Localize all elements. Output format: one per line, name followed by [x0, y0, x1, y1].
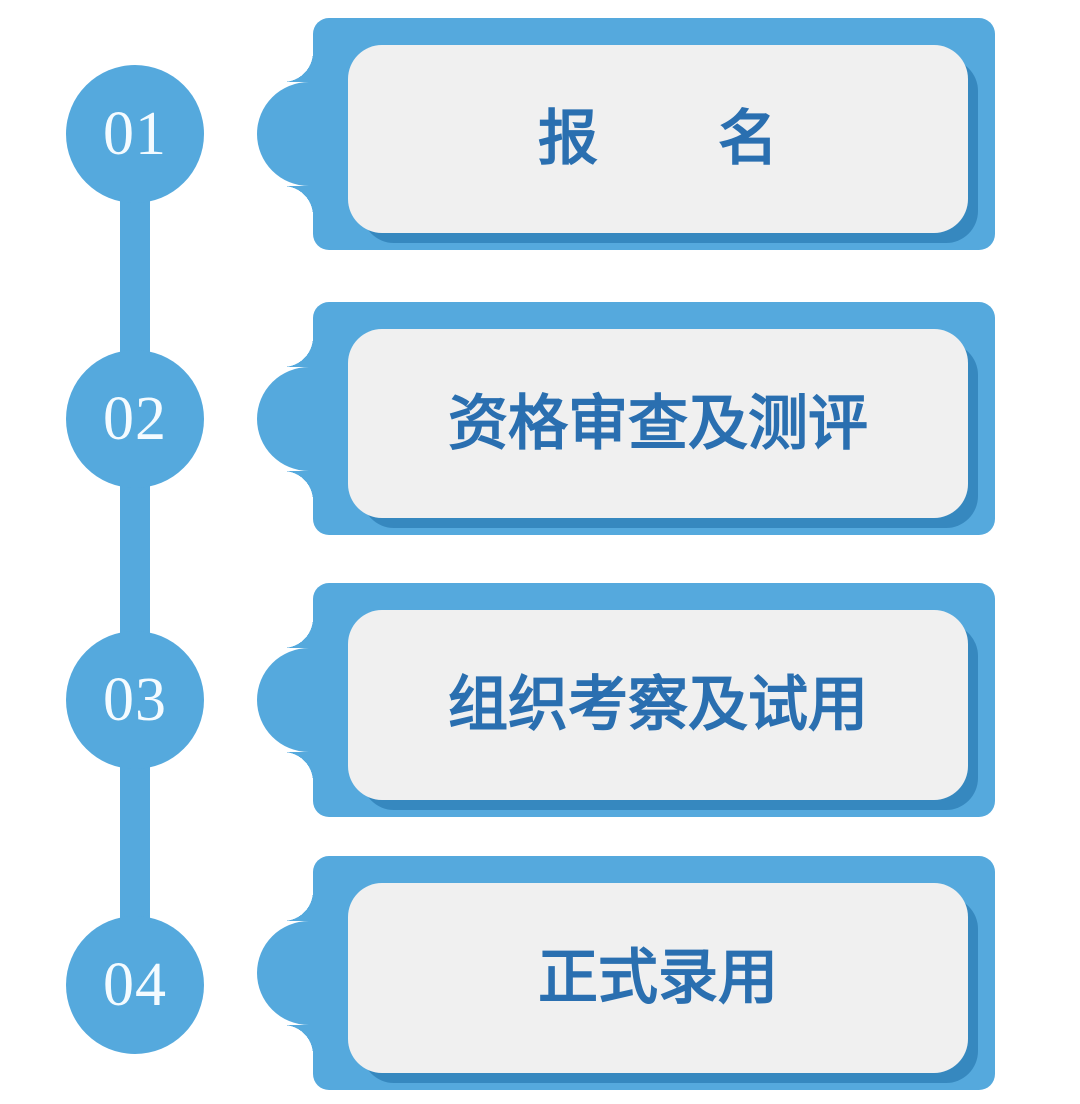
step-panel-02: 资格审查及测评 — [348, 329, 968, 518]
step-node-04[interactable]: 04 — [66, 916, 204, 1054]
step-panel-03: 组织考察及试用 — [348, 610, 968, 800]
step-panel-01: 报 名 — [348, 45, 968, 233]
card-fillet-top-02 — [283, 336, 313, 367]
step-card-04[interactable]: 正式录用 — [257, 856, 995, 1090]
step-node-02[interactable]: 02 — [66, 350, 204, 488]
connector-rail — [120, 134, 150, 986]
step-node-03[interactable]: 03 — [66, 631, 204, 769]
card-fillet-bottom-01 — [283, 186, 313, 216]
card-tab-03 — [257, 648, 317, 752]
step-node-01[interactable]: 01 — [66, 65, 204, 203]
step-label-02: 资格审查及测评 — [448, 388, 868, 459]
step-label-01: 报 名 — [538, 104, 808, 174]
card-fillet-bottom-03 — [283, 752, 313, 782]
step-number-02: 02 — [103, 385, 167, 453]
card-tab-04 — [257, 921, 317, 1025]
step-card-01[interactable]: 报 名 — [257, 18, 995, 250]
step-number-03: 03 — [103, 666, 167, 734]
card-fillet-bottom-04 — [283, 1025, 313, 1055]
step-number-04: 04 — [103, 951, 167, 1019]
step-card-03[interactable]: 组织考察及试用 — [257, 583, 995, 817]
card-fillet-top-03 — [283, 618, 313, 648]
step-label-04: 正式录用 — [538, 943, 778, 1013]
card-fillet-bottom-02 — [283, 470, 313, 501]
card-fillet-top-04 — [283, 891, 313, 921]
step-panel-04: 正式录用 — [348, 883, 968, 1073]
card-tab-02 — [257, 366, 317, 471]
step-label-03: 组织考察及试用 — [448, 670, 868, 740]
step-card-02[interactable]: 资格审查及测评 — [257, 302, 995, 535]
card-fillet-top-01 — [283, 52, 313, 82]
card-tab-01 — [257, 82, 317, 186]
step-number-01: 01 — [103, 100, 167, 168]
